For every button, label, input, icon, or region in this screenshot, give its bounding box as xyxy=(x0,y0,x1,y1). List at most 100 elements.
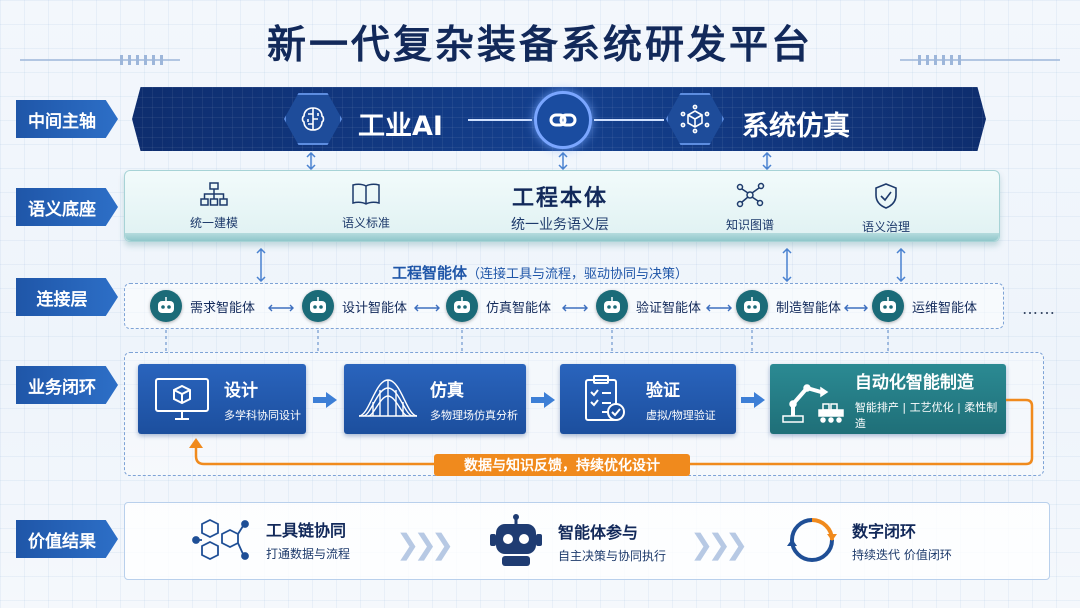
semantic-item-semantic-standard: 语义标准 xyxy=(316,182,416,231)
chevrons-icon: ❯❯❯ xyxy=(690,528,748,561)
agent-label: 验证智能体 xyxy=(636,300,702,316)
agent-requirements[interactable]: 需求智能体 xyxy=(150,290,255,322)
semantic-item-label: 统一建模 xyxy=(189,216,238,230)
chevrons-icon: ❯❯❯ xyxy=(396,528,454,561)
value-title: 工具链协同 xyxy=(266,520,347,540)
semantic-item-label: 知识图谱 xyxy=(725,218,774,232)
double-arrow-2 xyxy=(414,304,440,312)
value-item-toolchain: 工具链协同 打通数据与流程 xyxy=(190,514,350,564)
arrow-axis-semantic-1 xyxy=(306,152,316,170)
double-arrow-5 xyxy=(844,304,868,312)
card-title: 设计 xyxy=(224,380,258,401)
robot-arm-icon xyxy=(778,371,849,427)
link-icon xyxy=(534,91,592,149)
robot-head-icon xyxy=(872,290,904,322)
agent-simulation[interactable]: 仿真智能体 xyxy=(446,290,551,322)
card-title: 自动化智能制造 xyxy=(854,372,974,393)
agent-operations[interactable]: 运维智能体 xyxy=(872,290,977,322)
semantic-subtitle: 统一业务语义层 xyxy=(511,217,609,233)
robot-head-icon xyxy=(736,290,768,322)
robot-head-icon xyxy=(150,290,182,322)
card-simulation[interactable]: 仿真 多物理场仿真分析 xyxy=(344,364,526,434)
hierarchy-icon xyxy=(200,182,228,206)
card-design[interactable]: 设计 多学科协同设计 xyxy=(138,364,306,434)
robot-icon xyxy=(490,514,542,566)
clipboard-check-icon xyxy=(568,371,640,427)
agent-label: 仿真智能体 xyxy=(486,300,552,316)
graph-icon xyxy=(736,182,765,208)
right-arrow-2 xyxy=(531,392,555,408)
right-arrow-3 xyxy=(741,392,765,408)
arrow-semantic-conn-2 xyxy=(782,248,792,282)
arrow-axis-semantic-3 xyxy=(762,152,772,170)
network-hex-icon xyxy=(192,518,249,561)
feedback-loop-arrow xyxy=(189,398,1034,466)
semantic-center: 工程本体 统一业务语义层 xyxy=(470,180,650,234)
semantic-item-label: 语义治理 xyxy=(861,220,910,234)
value-item-agents: 智能体参与 自主决策与协同执行 xyxy=(488,514,666,568)
double-arrow-4 xyxy=(706,304,732,312)
value-subtitle: 打通数据与流程 xyxy=(266,546,351,561)
card-subtitle: 多物理场仿真分析 xyxy=(430,408,518,422)
axis-label-system-simulation: 系统仿真 xyxy=(742,111,850,142)
double-arrow-1 xyxy=(268,304,294,312)
semantic-item-knowledge-graph: 知识图谱 xyxy=(700,182,800,233)
book-icon xyxy=(352,183,380,205)
card-title: 仿真 xyxy=(430,380,464,401)
axis-connector-left xyxy=(468,119,532,121)
card-smart-manufacturing[interactable]: 自动化智能制造 智能排产 | 工艺优化 | 柔性制造 xyxy=(770,364,1006,434)
row-label-semantic-base: 语义底座 xyxy=(16,188,118,226)
agent-label: 需求智能体 xyxy=(190,300,256,316)
connectors-conn-business xyxy=(165,330,889,352)
title-decoration-right xyxy=(900,55,1060,65)
agent-verification[interactable]: 验证智能体 xyxy=(596,290,701,322)
cycle-icon xyxy=(787,518,837,562)
cube-network-icon xyxy=(666,93,724,145)
row-label-main-axis: 中间主轴 xyxy=(16,100,118,138)
title-decoration-left xyxy=(20,55,180,65)
connection-title: 工程智能体（连接工具与流程，驱动协同与决策） xyxy=(0,262,1080,283)
arrow-semantic-conn-3 xyxy=(896,248,906,282)
connection-title-main: 工程智能体 xyxy=(391,264,467,282)
right-arrow-1 xyxy=(313,392,337,408)
value-item-digital-loop: 数字闭环 持续迭代 价值闭环 xyxy=(786,514,952,566)
feedback-label: 数据与知识反馈，持续优化设计 xyxy=(434,454,690,476)
arrow-semantic-conn-1 xyxy=(256,248,266,282)
surface-plot-icon xyxy=(352,371,424,427)
semantic-item-unified-modeling: 统一建模 xyxy=(164,182,264,231)
robot-head-icon xyxy=(446,290,478,322)
shield-check-icon xyxy=(875,183,897,209)
semantic-title: 工程本体 xyxy=(511,186,608,211)
card-subtitle: 多学科协同设计 xyxy=(224,408,301,422)
card-verification[interactable]: 验证 虚拟/物理验证 xyxy=(560,364,736,434)
semantic-item-label: 语义标准 xyxy=(341,216,390,230)
robot-head-icon xyxy=(302,290,334,322)
axis-connector-right xyxy=(594,119,664,121)
arrow-axis-semantic-2 xyxy=(558,152,568,170)
robot-head-icon xyxy=(596,290,628,322)
more-agents-ellipsis: …… xyxy=(1022,299,1056,318)
page-title: 新一代复杂装备系统研发平台 xyxy=(266,23,813,68)
value-title: 数字闭环 xyxy=(852,521,917,541)
semantic-item-semantic-governance: 语义治理 xyxy=(836,182,936,235)
agent-label: 设计智能体 xyxy=(342,300,408,316)
card-title: 验证 xyxy=(646,380,680,401)
monitor-cube-icon xyxy=(146,371,218,427)
agent-label: 运维智能体 xyxy=(912,300,978,316)
value-results-box xyxy=(124,502,1050,580)
value-title: 智能体参与 xyxy=(558,522,639,542)
agent-label: 制造智能体 xyxy=(776,300,842,316)
row-label-connection-layer: 连接层 xyxy=(16,278,118,316)
axis-label-industrial-ai: 工业AI xyxy=(358,111,443,142)
agent-manufacturing[interactable]: 制造智能体 xyxy=(736,290,841,322)
connection-title-sub: （连接工具与流程，驱动协同与决策） xyxy=(467,267,689,282)
agent-design[interactable]: 设计智能体 xyxy=(302,290,407,322)
card-subtitle: 智能排产 | 工艺优化 | 柔性制造 xyxy=(854,400,998,430)
card-subtitle: 虚拟/物理验证 xyxy=(646,408,716,422)
value-subtitle: 自主决策与协同执行 xyxy=(558,548,667,563)
row-label-value-results: 价值结果 xyxy=(16,520,118,558)
value-subtitle: 持续迭代 价值闭环 xyxy=(852,547,952,562)
row-label-business-loop: 业务闭环 xyxy=(16,366,118,404)
semantic-base-box xyxy=(124,170,1000,242)
double-arrow-3 xyxy=(562,304,588,312)
